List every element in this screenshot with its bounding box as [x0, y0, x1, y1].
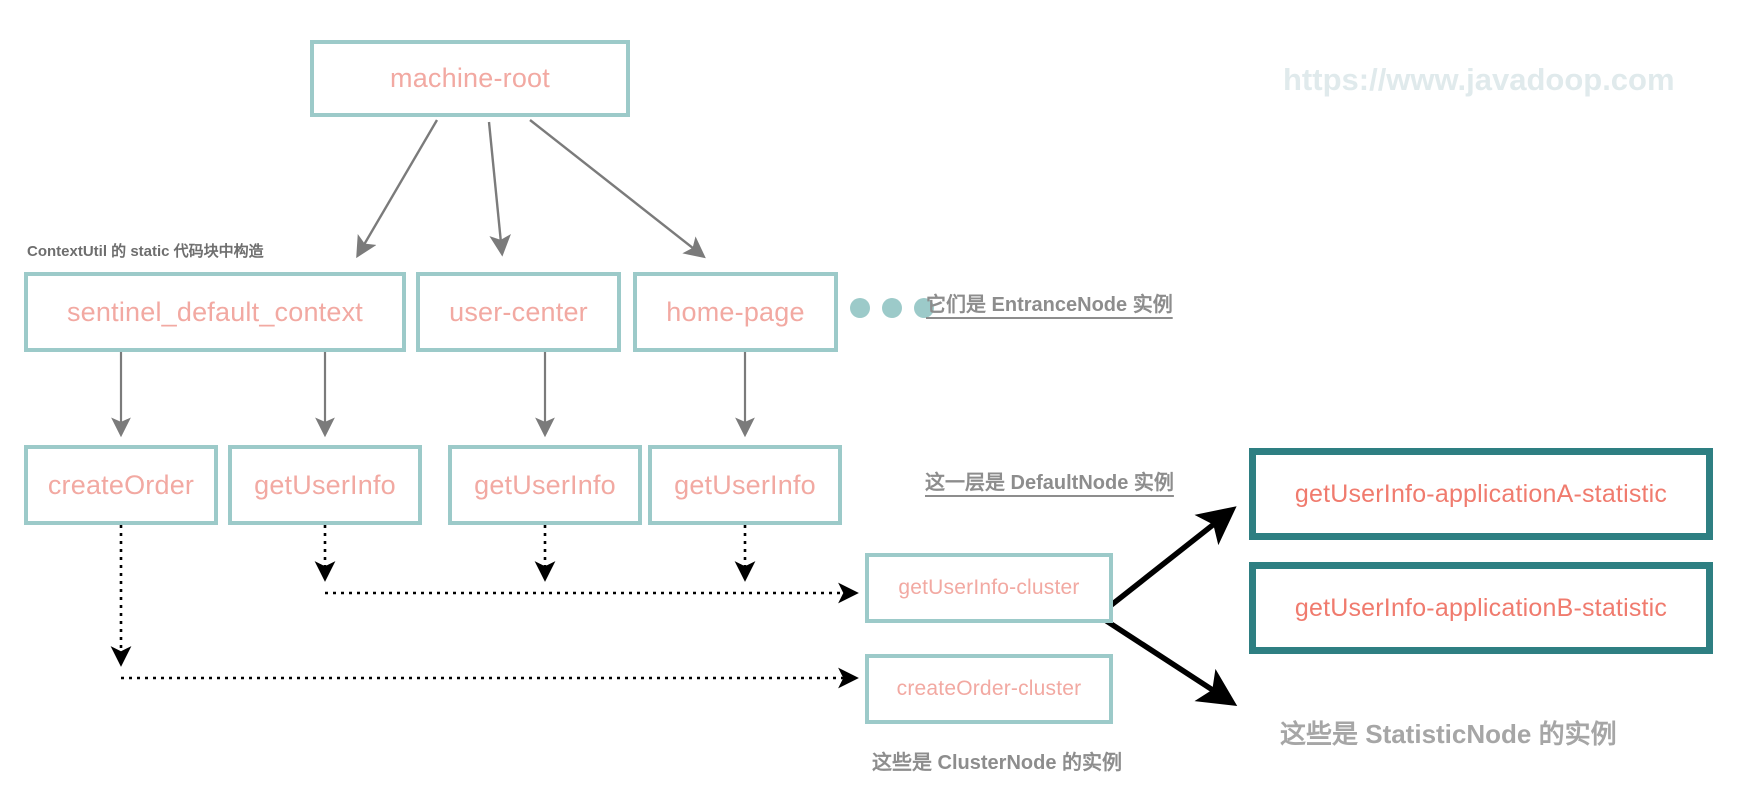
node-label: sentinel_default_context [66, 296, 363, 327]
label-context-util: ContextUtil 的 static 代码块中构造 [27, 243, 264, 260]
dot-icon [850, 298, 870, 318]
ellipsis-dots [850, 298, 934, 318]
node-create-order[interactable]: createOrder [24, 445, 218, 525]
node-machine-root[interactable]: machine-root [310, 40, 630, 117]
label-cluster-note: 这些是 ClusterNode 的实例 [872, 752, 1123, 774]
edge-default-to-cluster [110, 525, 859, 689]
node-get-user-info-2[interactable]: getUserInfo [448, 445, 642, 525]
node-label: getUserInfo-cluster [898, 576, 1080, 599]
node-label: createOrder [47, 469, 195, 500]
node-label: getUserInfo [474, 469, 616, 500]
label-statistic-note: 这些是 StatisticNode 的实例 [1280, 719, 1617, 749]
node-get-user-info-1[interactable]: getUserInfo [228, 445, 422, 525]
node-create-order-cluster[interactable]: createOrder-cluster [865, 654, 1113, 724]
watermark-url: https://www.javadoop.com [1283, 62, 1675, 97]
node-home-page[interactable]: home-page [633, 272, 838, 352]
node-get-user-info-3[interactable]: getUserInfo [648, 445, 842, 525]
edge-cluster-to-statistic [1103, 506, 1238, 706]
node-label: home-page [666, 296, 805, 327]
label-entrance-note: 它们是 EntranceNode 实例 [926, 294, 1173, 316]
edge-root-to-entrance [356, 119, 706, 259]
node-label: getUserInfo-applicationB-statistic [1294, 593, 1668, 622]
dot-icon [882, 298, 902, 318]
dot-icon [914, 298, 934, 318]
node-label: createOrder-cluster [896, 677, 1082, 700]
node-label: user-center [449, 296, 588, 327]
node-label: getUserInfo [674, 469, 816, 500]
node-label: machine-root [390, 63, 550, 93]
node-get-user-info-cluster[interactable]: getUserInfo-cluster [865, 553, 1113, 623]
node-get-user-info-applicationB-statistic[interactable]: getUserInfo-applicationB-statistic [1249, 562, 1713, 654]
node-user-center[interactable]: user-center [416, 272, 621, 352]
label-default-note: 这一层是 DefaultNode 实例 [925, 472, 1174, 494]
edge-entrance-to-default [111, 352, 755, 438]
node-sentinel-default-context[interactable]: sentinel_default_context [24, 272, 406, 352]
node-label: getUserInfo [254, 469, 396, 500]
node-get-user-info-applicationA-statistic[interactable]: getUserInfo-applicationA-statistic [1249, 448, 1713, 540]
node-label: getUserInfo-applicationA-statistic [1294, 479, 1668, 508]
